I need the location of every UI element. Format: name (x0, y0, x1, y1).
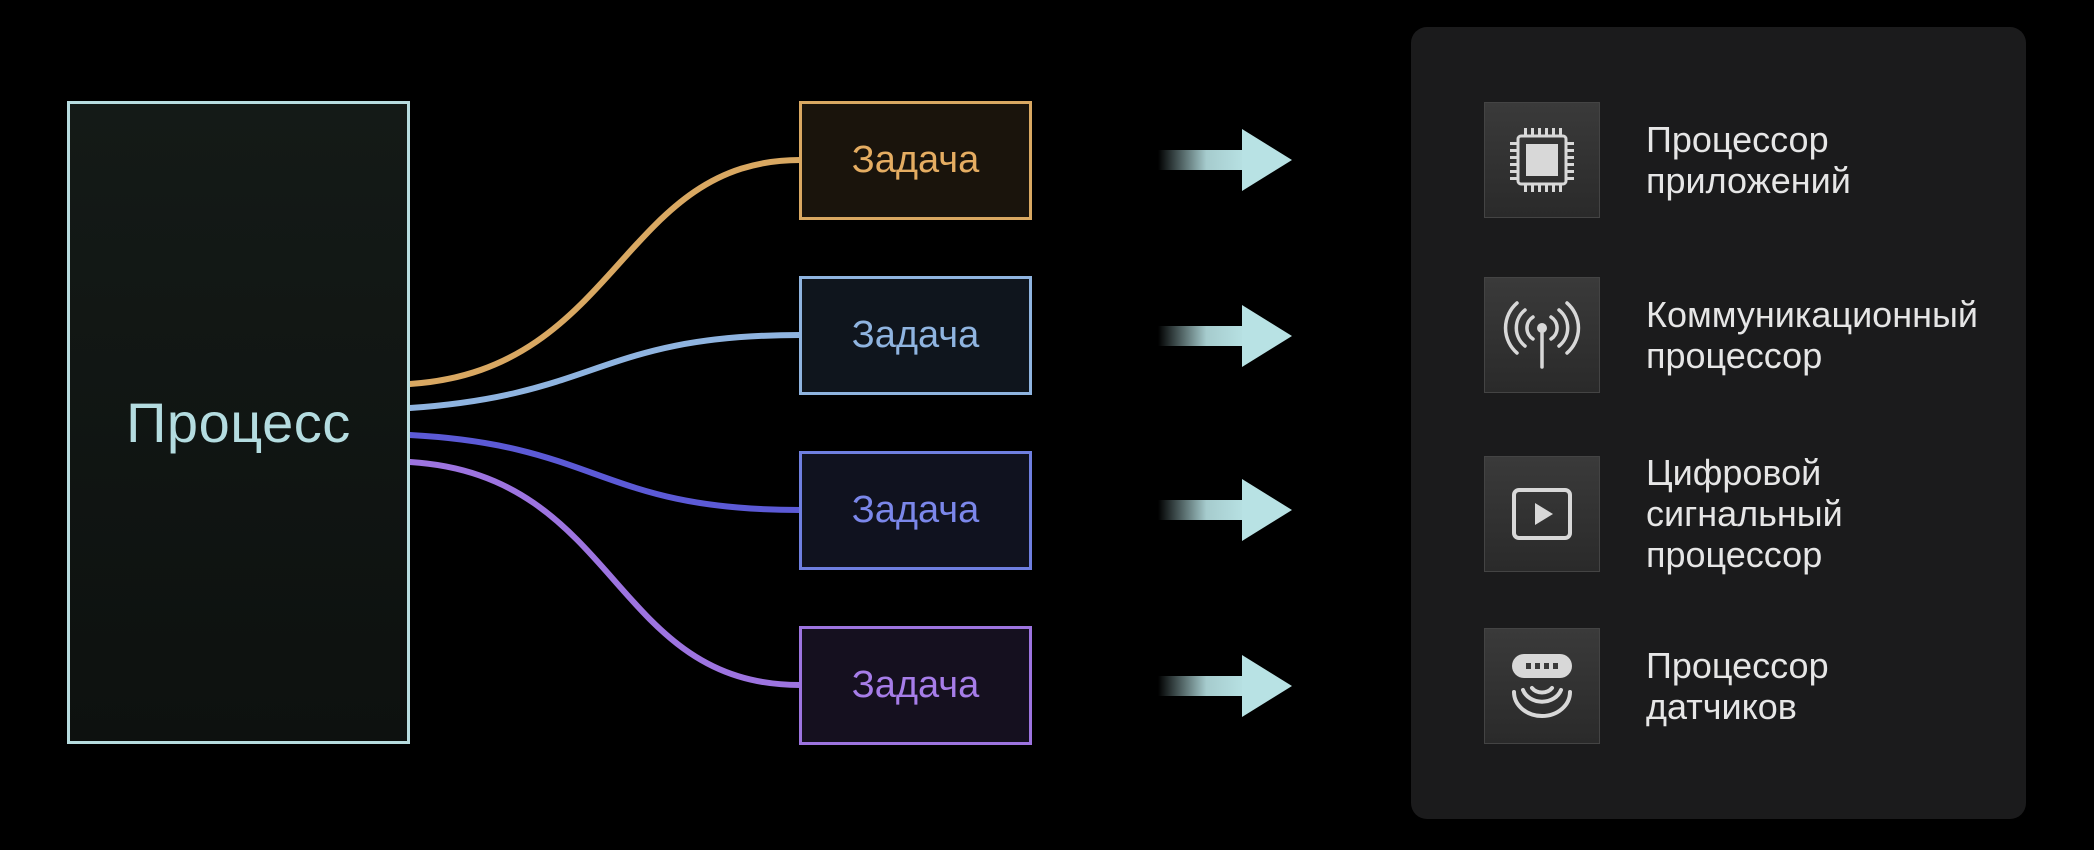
play-icon (1484, 455, 1600, 572)
processor-label-line: Коммуникационный (1646, 294, 1978, 335)
task-box-2: Задача (799, 276, 1032, 395)
connector-line-1 (407, 157, 803, 387)
processor-label-line: Цифровой (1646, 452, 1822, 493)
task-label-3: Задача (851, 489, 980, 531)
flow-arrow-2 (1158, 305, 1292, 367)
flow-arrow-1 (1158, 129, 1292, 191)
chip-icon (1484, 102, 1600, 218)
task-box-3: Задача (799, 451, 1032, 570)
processor-label-dsp: Цифровой сигнальный процессор (1646, 452, 2016, 575)
process-box: Процесс (67, 101, 410, 744)
processor-label-line: приложений (1646, 160, 1851, 201)
task-label-2: Задача (851, 314, 980, 356)
process-label: Процесс (126, 391, 351, 454)
processor-label-line: Процессор (1646, 645, 1829, 686)
processor-item-dsp: Цифровой сигнальный процессор (1484, 452, 2016, 575)
processor-label-application: Процессор приложений (1646, 119, 2016, 201)
flow-arrow-3 (1158, 479, 1292, 541)
processor-label-line: процессор (1646, 335, 1823, 376)
connector-line-2 (407, 332, 803, 411)
processor-item-application: Процессор приложений (1484, 102, 2016, 218)
task-box-4: Задача (799, 626, 1032, 745)
antenna-icon (1484, 277, 1600, 393)
task-box-1: Задача (799, 101, 1032, 220)
processor-label-line: датчиков (1646, 686, 1797, 727)
processor-item-sensor: Процессор датчиков (1484, 628, 2016, 744)
processor-label-line: Процессор (1646, 119, 1829, 160)
flow-arrow-4 (1158, 655, 1292, 717)
task-label-4: Задача (851, 664, 980, 706)
processor-label-communication: Коммуникационный процессор (1646, 294, 2016, 376)
connector-line-4 (407, 459, 803, 688)
task-label-1: Задача (851, 139, 980, 181)
processor-label-sensor: Процессор датчиков (1646, 645, 2016, 727)
processor-label-line: сигнальный (1646, 493, 1843, 534)
connector-line-3 (407, 432, 803, 513)
processor-item-communication: Коммуникационный процессор (1484, 277, 2016, 393)
processor-label-line: процессор (1646, 534, 1823, 575)
sensor-icon (1484, 628, 1600, 744)
